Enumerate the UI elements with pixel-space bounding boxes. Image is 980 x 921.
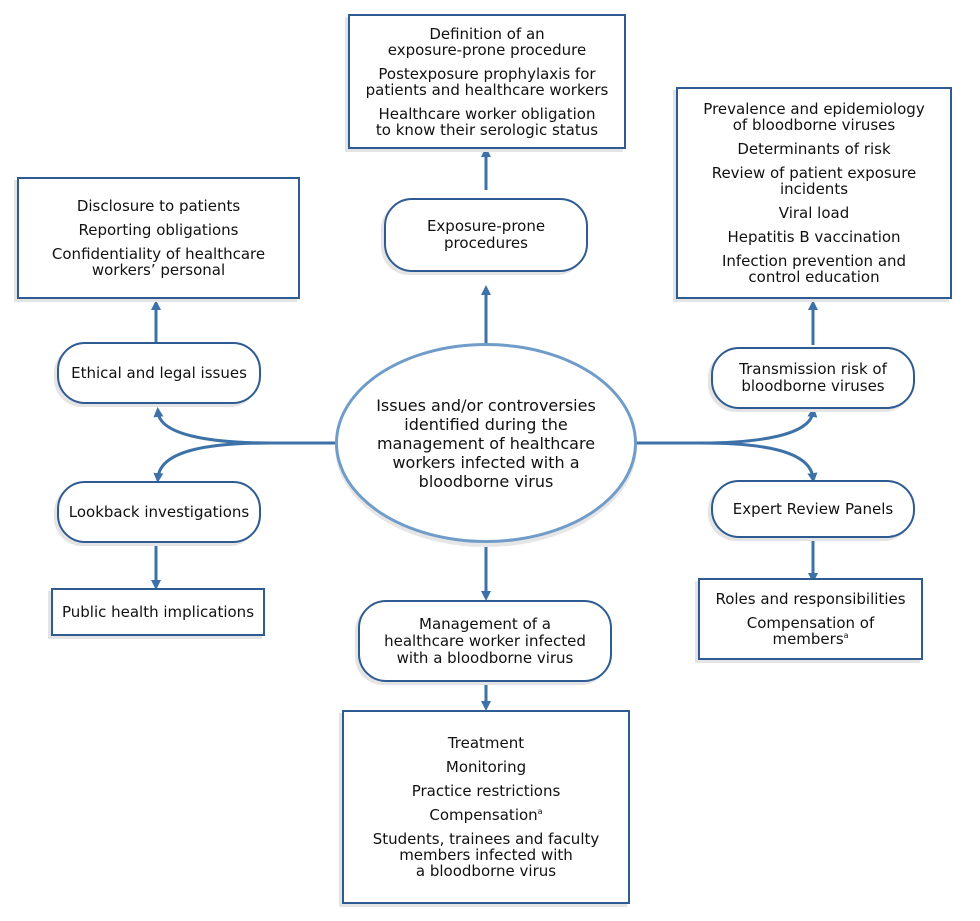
exposure-prone-node: Exposure-prone procedures	[384, 198, 588, 272]
detail-item: Definition of an exposure-prone procedur…	[387, 24, 587, 59]
arrow-center-to-lookback	[153, 441, 271, 483]
detail-item: Compensationa	[429, 807, 542, 823]
detail-item: Hepatitis B vaccination	[727, 228, 901, 246]
detail-text: Compensation	[429, 806, 538, 824]
lookback-details-box: Public health implications	[51, 588, 265, 636]
detail-item: Review of patient exposure incidents	[711, 164, 917, 198]
detail-item: Prevalence and epidemiology of bloodborn…	[703, 100, 925, 134]
detail-item: Reporting obligations	[78, 221, 239, 239]
detail-item: Compensation of membersa	[747, 615, 875, 647]
expert-review-node: Expert Review Panels	[711, 480, 915, 538]
detail-item: Disclosure to patients	[76, 197, 241, 215]
arrow-center-to-expert	[699, 441, 818, 483]
detail-item: Public health implications	[61, 603, 255, 621]
lookback-node: Lookback investigations	[57, 481, 261, 543]
expert-details-box: Roles and responsibilities Compensation …	[698, 578, 923, 660]
detail-item: Determinants of risk	[737, 140, 891, 158]
detail-item: Healthcare worker obligation to know the…	[375, 104, 599, 139]
detail-item: Practice restrictions	[411, 782, 561, 800]
ethical-legal-node: Ethical and legal issues	[57, 342, 261, 404]
detail-item: Students, trainees and faculty members i…	[372, 830, 600, 880]
arrow-center-to-transmission	[636, 407, 818, 445]
central-topic: Issues and/or controversies identified d…	[335, 343, 637, 543]
transmission-risk-node: Transmission risk of bloodborne viruses	[711, 347, 915, 409]
management-node: Management of a healthcare worker infect…	[358, 600, 612, 682]
transmission-details-box: Prevalence and epidemiology of bloodborn…	[676, 87, 952, 299]
footnote-marker: a	[843, 631, 849, 640]
detail-item: Roles and responsibilities	[715, 590, 906, 608]
detail-text: Compensation of members	[746, 614, 875, 648]
detail-item: Infection prevention and control educati…	[721, 252, 907, 286]
detail-item: Viral load	[778, 204, 850, 222]
detail-item: Postexposure prophylaxis for patients an…	[365, 64, 609, 99]
exposure-details-box: Definition of an exposure-prone procedur…	[348, 14, 626, 149]
ethical-details-box: Disclosure to patients Reporting obligat…	[17, 177, 300, 299]
detail-item: Confidentiality of healthcare workers’ p…	[51, 245, 266, 279]
detail-item: Monitoring	[445, 758, 527, 776]
arrow-center-to-ethical	[153, 407, 340, 445]
management-details-box: Treatment Monitoring Practice restrictio…	[342, 710, 630, 904]
detail-item: Treatment	[447, 734, 525, 752]
footnote-marker: a	[537, 807, 543, 816]
